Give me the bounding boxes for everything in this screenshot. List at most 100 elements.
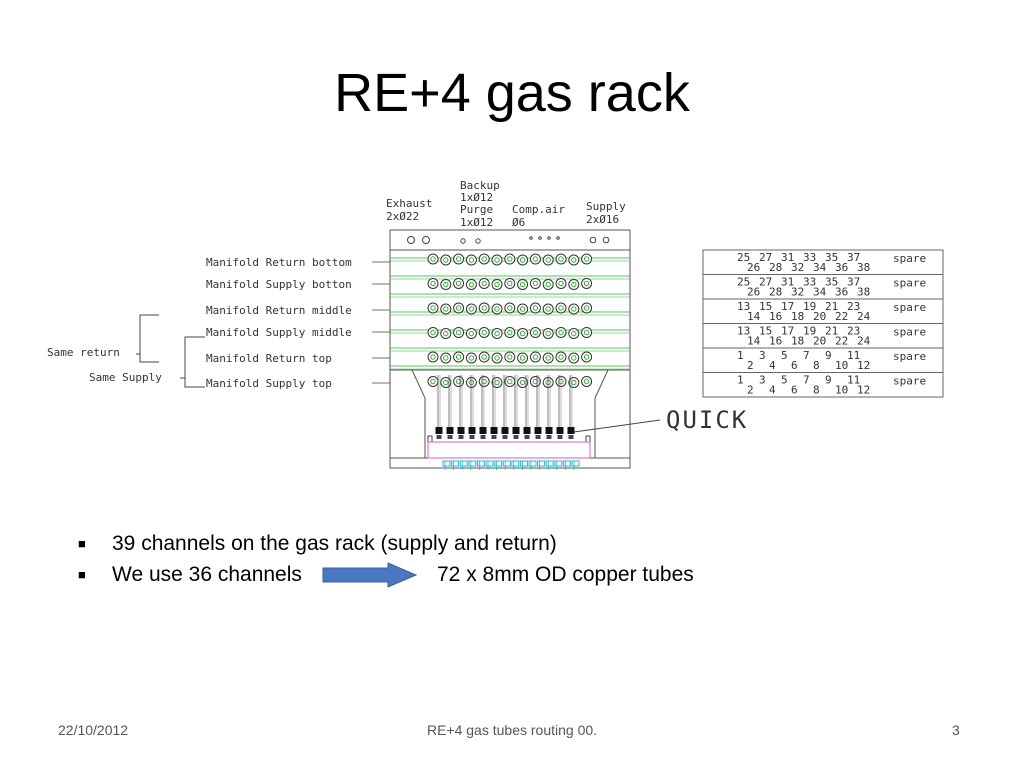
manifold-label: Manifold Supply top bbox=[206, 377, 332, 390]
valve-icon bbox=[465, 352, 477, 364]
channel-number: 36 bbox=[835, 261, 848, 274]
tube-lines bbox=[427, 375, 591, 443]
quick-label: QUICK bbox=[666, 406, 748, 434]
tray-end bbox=[585, 435, 591, 443]
valve-core-icon bbox=[443, 330, 449, 337]
valve-core-icon bbox=[507, 256, 513, 262]
valve-core-icon bbox=[468, 281, 475, 288]
valve-icon bbox=[542, 303, 554, 315]
channel-number: 1 bbox=[737, 349, 744, 362]
right-arrow-icon bbox=[322, 562, 418, 588]
channel-number: 14 bbox=[747, 335, 761, 348]
valve-core-icon bbox=[519, 355, 526, 361]
channel-number: 7 bbox=[803, 374, 810, 387]
valve-icon bbox=[427, 278, 439, 289]
quick-connector-icon bbox=[446, 427, 454, 434]
channel-number: 27 bbox=[759, 276, 772, 289]
valve-icon bbox=[440, 328, 452, 339]
channel-number: 18 bbox=[791, 310, 804, 323]
valve-core-icon bbox=[430, 256, 436, 262]
valve-core-icon bbox=[571, 281, 577, 288]
valve-icon bbox=[542, 254, 554, 266]
valve-grid bbox=[427, 253, 593, 388]
channel-number: 10 bbox=[835, 384, 848, 397]
channel-number: 16 bbox=[769, 310, 782, 323]
cyan-connector-icon bbox=[519, 460, 528, 467]
channel-number: 1 bbox=[737, 374, 744, 387]
channel-number: 25 bbox=[737, 251, 750, 264]
channel-number: 20 bbox=[813, 310, 826, 323]
top-ports bbox=[407, 236, 610, 244]
manifold-label: Manifold Supply botton bbox=[206, 278, 352, 291]
channel-number: 25 bbox=[737, 276, 750, 289]
valve-icon bbox=[453, 351, 465, 363]
cyan-connector-icon bbox=[528, 460, 537, 467]
quick-connector-icon bbox=[534, 427, 542, 434]
valve-core-icon bbox=[519, 306, 526, 312]
valve-icon bbox=[555, 351, 567, 363]
channel-number: 10 bbox=[835, 359, 848, 372]
quick-connector-icon bbox=[501, 427, 509, 434]
valve-core-icon bbox=[494, 330, 500, 337]
channel-number: 35 bbox=[825, 276, 838, 289]
valve-icon bbox=[427, 253, 439, 265]
valve-icon bbox=[491, 303, 503, 315]
quick-connector-base-icon bbox=[491, 435, 497, 439]
valve-core-icon bbox=[571, 257, 577, 263]
slide-title: RE+4 gas rack bbox=[334, 63, 690, 123]
channel-number: 32 bbox=[791, 261, 804, 274]
valve-core-icon bbox=[494, 355, 500, 361]
valve-icon bbox=[440, 254, 452, 266]
valve-icon bbox=[555, 253, 567, 265]
valve-core-icon bbox=[583, 354, 590, 360]
valve-core-icon bbox=[507, 329, 513, 336]
valve-core-icon bbox=[494, 306, 500, 312]
channel-number: 24 bbox=[857, 335, 871, 348]
quick-connector-base-icon bbox=[436, 435, 442, 439]
channel-number: 7 bbox=[803, 349, 810, 362]
channel-number: 11 bbox=[847, 374, 860, 387]
valve-core-icon bbox=[455, 378, 462, 385]
valve-core-icon bbox=[468, 379, 475, 386]
valve-icon bbox=[517, 254, 529, 266]
tray-end bbox=[427, 435, 433, 443]
channel-number: 12 bbox=[857, 384, 870, 397]
channel-number: 21 bbox=[825, 325, 838, 338]
valve-icon bbox=[440, 352, 452, 364]
valve-core-icon bbox=[583, 305, 590, 311]
right-taper bbox=[594, 369, 609, 458]
valve-icon bbox=[427, 376, 439, 387]
channel-number: 8 bbox=[813, 359, 820, 372]
valve-core-icon bbox=[532, 378, 539, 385]
spare-label: spare bbox=[893, 277, 926, 290]
cyan-connector-icon bbox=[451, 460, 460, 467]
valve-core-icon bbox=[545, 355, 551, 361]
cyan-connector-icon bbox=[468, 460, 477, 467]
channel-number: 20 bbox=[813, 335, 826, 348]
valve-core-icon bbox=[430, 378, 436, 385]
valve-core-icon bbox=[443, 355, 449, 361]
gas-rack-diagram: Exhaust 2xØ22 Backup 1xØ12 Purge 1xØ12 C… bbox=[40, 170, 960, 480]
channel-number: 34 bbox=[813, 261, 827, 274]
label-exhaust: Exhaust bbox=[386, 197, 432, 210]
valve-icon bbox=[529, 253, 541, 265]
valve-icon bbox=[517, 303, 529, 315]
valve-icon bbox=[555, 302, 567, 314]
valve-icon bbox=[529, 327, 541, 338]
channel-number: 13 bbox=[737, 325, 750, 338]
valve-core-icon bbox=[571, 330, 577, 337]
valve-core-icon bbox=[455, 256, 462, 262]
channel-number: 3 bbox=[759, 374, 766, 387]
valve-core-icon bbox=[519, 257, 526, 263]
valve-core-icon bbox=[468, 306, 475, 312]
valve-core-icon bbox=[430, 329, 436, 336]
manifold-label: Manifold Return top bbox=[206, 352, 332, 365]
valve-core-icon bbox=[481, 305, 487, 311]
valve-icon bbox=[581, 327, 593, 338]
quick-connector-base-icon bbox=[513, 435, 519, 439]
valve-icon bbox=[465, 279, 477, 290]
quick-pointer bbox=[573, 419, 661, 433]
rack-lower-frame bbox=[389, 370, 631, 469]
